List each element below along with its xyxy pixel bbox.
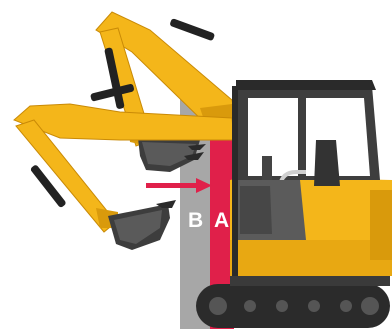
label-b: B — [188, 209, 203, 232]
label-a: A — [214, 209, 229, 232]
